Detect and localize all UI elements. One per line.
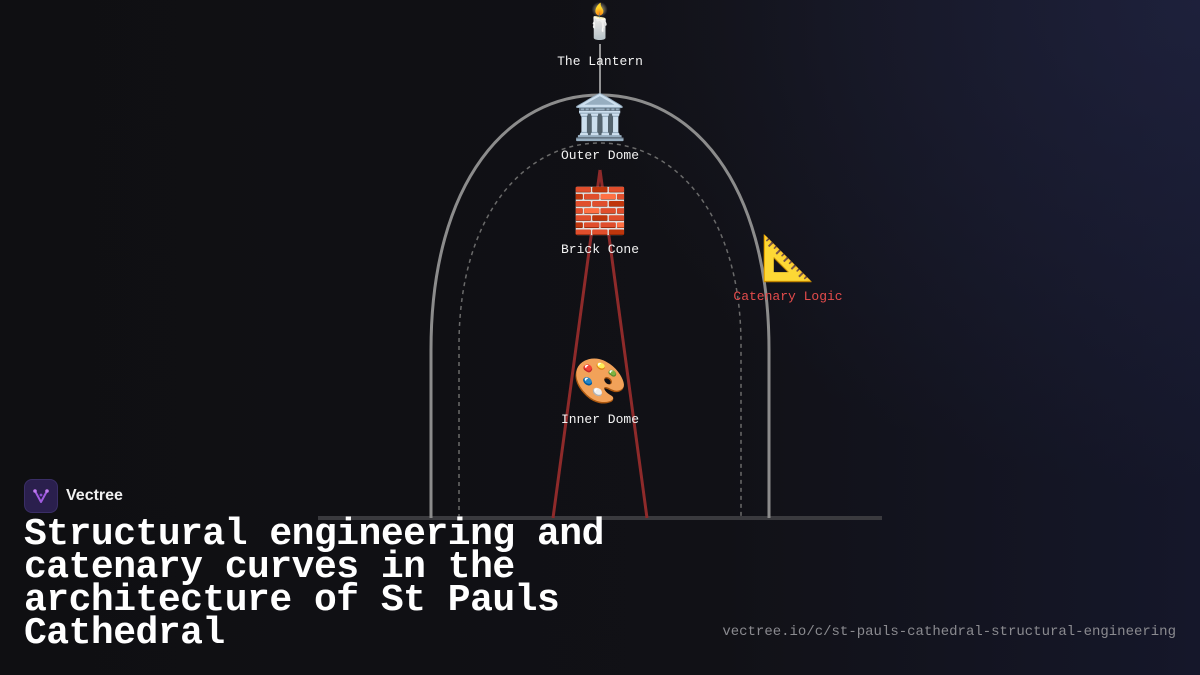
node-label: Inner Dome — [560, 412, 640, 427]
candle-icon: 🕯️ — [578, 2, 622, 42]
node-label: Catenary Logic — [733, 289, 843, 304]
brand-name: Vectree — [66, 487, 123, 504]
node-lantern: 🕯️ The Lantern — [557, 0, 643, 69]
triangular-ruler-icon: 📐 — [760, 233, 816, 284]
brick-cone-left — [551, 169, 602, 519]
node-label: Brick Cone — [560, 242, 640, 257]
node-label: Outer Dome — [560, 148, 640, 163]
node-catenary-logic: 📐 Catenary Logic — [733, 233, 843, 305]
node-brick-cone: 🧱 Brick Cone — [560, 186, 640, 258]
brand: Vectree — [24, 479, 123, 513]
outer-dome-curve — [429, 93, 771, 518]
classical-building-icon: 🏛️ — [572, 92, 628, 143]
bricks-icon: 🧱 — [572, 186, 628, 237]
page-url: vectree.io/c/st-pauls-cathedral-structur… — [722, 624, 1176, 640]
vectree-logo-icon — [24, 479, 58, 513]
node-outer-dome: 🏛️ Outer Dome — [560, 92, 640, 164]
node-label: The Lantern — [557, 54, 643, 69]
node-inner-dome: 🎨 Inner Dome — [560, 356, 640, 428]
inner-dome-curve — [458, 142, 742, 518]
page-title: Structural engineering and catenary curv… — [24, 513, 604, 655]
brick-cone-right — [598, 169, 649, 519]
artist-palette-icon: 🎨 — [572, 356, 628, 407]
